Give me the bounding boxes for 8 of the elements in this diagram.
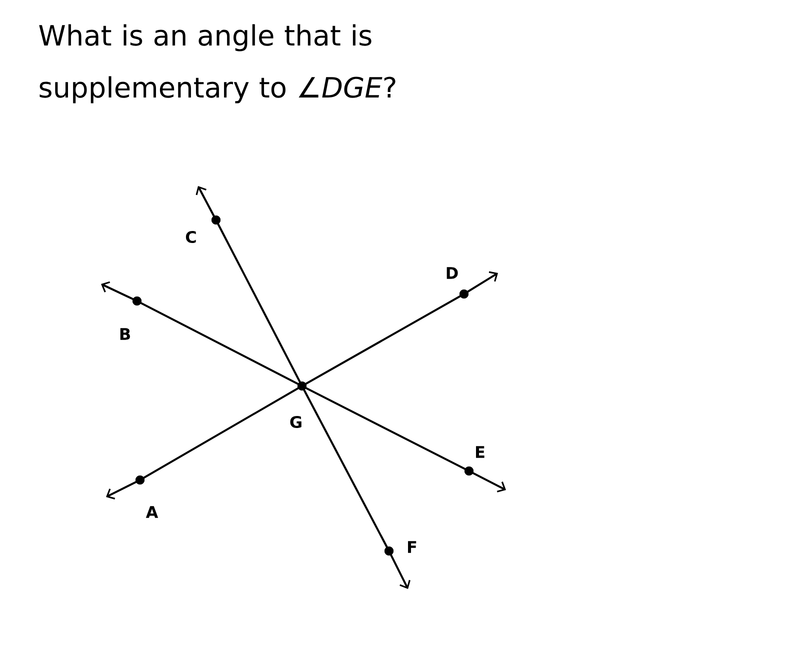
point-label: A xyxy=(146,506,158,518)
point-label: E xyxy=(476,446,484,458)
point-label: B xyxy=(120,328,130,340)
point-label: G xyxy=(290,416,302,428)
point-label: C xyxy=(186,230,196,244)
question-text: What is an angle that is supplementary to ∠DGE? xyxy=(39,24,396,104)
point-label: D xyxy=(446,267,458,279)
point-label: F xyxy=(408,541,416,553)
